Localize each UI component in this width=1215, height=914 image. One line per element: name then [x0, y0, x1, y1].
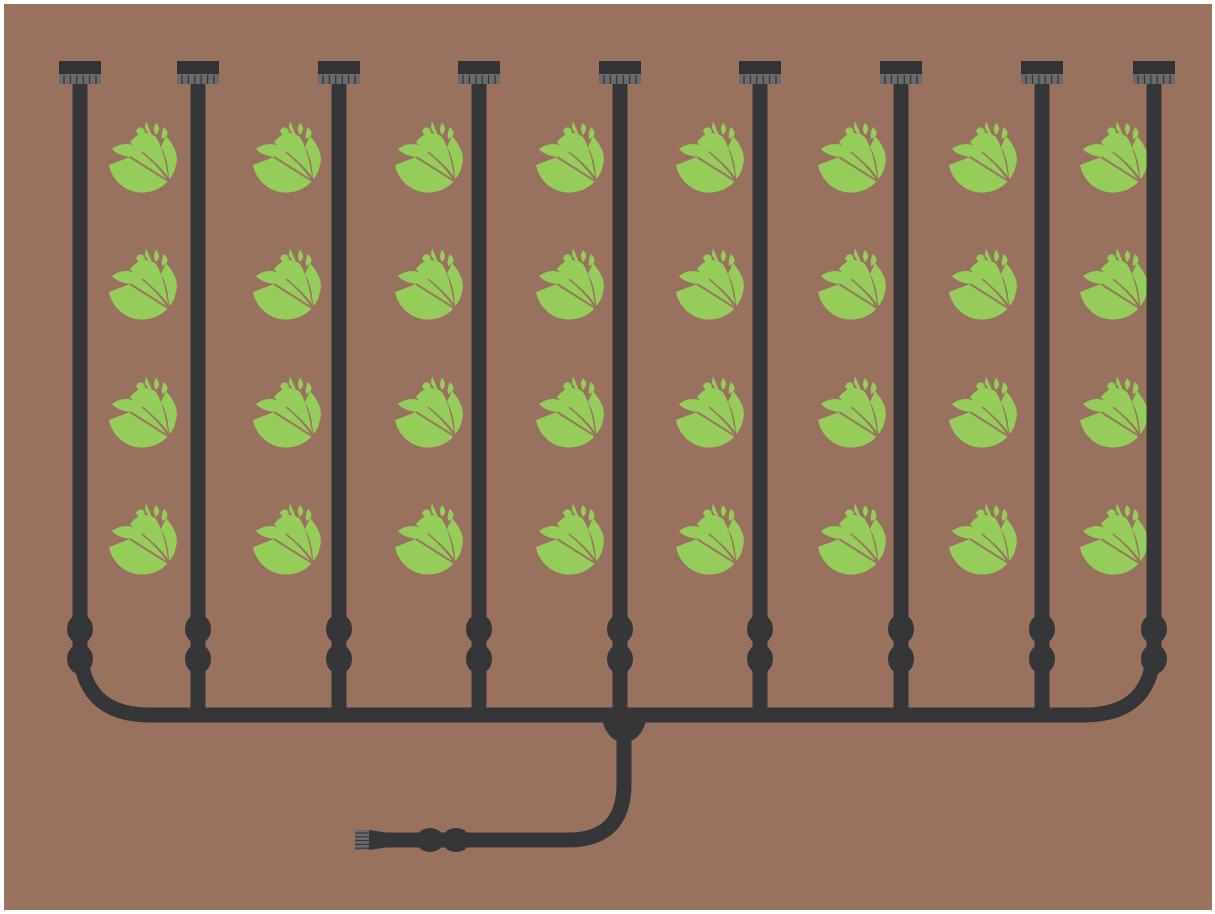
lettuce-icon-r1-c8 — [1080, 121, 1148, 193]
emitter-icon-6 — [739, 61, 781, 84]
connector-icon-5 — [607, 614, 633, 674]
lettuce-icon-r2-c8 — [1080, 248, 1148, 320]
irrigation-diagram — [4, 4, 1212, 910]
lettuce-icon-r4-c7 — [949, 503, 1017, 575]
lettuce-icon-r4-c6 — [818, 503, 886, 575]
emitter-icon-9 — [1133, 61, 1175, 84]
lettuce-icon-r1-c1 — [109, 121, 177, 193]
connector-icon-2 — [185, 614, 211, 674]
lettuce-icon-r2-c7 — [949, 248, 1017, 320]
emitter-icon-4 — [458, 61, 500, 84]
emitter-icon-1 — [59, 61, 101, 84]
supply-line — [376, 715, 632, 848]
lettuce-icon-r3-c8 — [1080, 376, 1148, 448]
lettuce-icon-r3-c5 — [676, 376, 744, 448]
lettuce-icon-r1-c6 — [818, 121, 886, 193]
lettuce-icon-r4-c2 — [253, 503, 321, 575]
lettuce-icon-r3-c7 — [949, 376, 1017, 448]
lettuce-icon-r3-c4 — [536, 376, 604, 448]
lettuce-icon-r4-c3 — [395, 503, 463, 575]
lettuce-icon-r4-c4 — [536, 503, 604, 575]
emitter-icon-7 — [880, 61, 922, 84]
lettuce-icon-r3-c2 — [253, 376, 321, 448]
supply-connector-icon — [416, 828, 470, 852]
emitter-icon-2 — [177, 61, 219, 84]
fittings — [59, 61, 1175, 852]
lettuce-icon-r2-c5 — [676, 248, 744, 320]
emitter-icon-8 — [1021, 61, 1063, 84]
lettuce-icon-r1-c2 — [253, 121, 321, 193]
lettuce-icon-r4-c8 — [1080, 503, 1148, 575]
lettuce-icon-r1-c5 — [676, 121, 744, 193]
lettuce-icon-r1-c4 — [536, 121, 604, 193]
connector-icon-6 — [747, 614, 773, 674]
lettuce-icon-r2-c3 — [395, 248, 463, 320]
lettuce-icon-r1-c3 — [395, 121, 463, 193]
lettuce-icon-r3-c1 — [109, 376, 177, 448]
lettuce-icon-r3-c6 — [818, 376, 886, 448]
lettuce-icon-r1-c7 — [949, 121, 1017, 193]
lettuce-icon-r2-c1 — [109, 248, 177, 320]
connector-icon-7 — [888, 614, 914, 674]
emitter-icon-3 — [318, 61, 360, 84]
lettuce-icon-r3-c3 — [395, 376, 463, 448]
lettuce-icon-r2-c4 — [536, 248, 604, 320]
connector-icon-1 — [67, 614, 93, 674]
tee-junction — [600, 708, 649, 742]
lettuce-icon-r4-c1 — [109, 503, 177, 575]
lettuce-icon-r2-c2 — [253, 248, 321, 320]
lettuce-icon-r4-c5 — [676, 503, 744, 575]
emitter-icon-5 — [599, 61, 641, 84]
inlet-filter-icon — [355, 830, 390, 850]
connector-icon-3 — [326, 614, 352, 674]
lettuce-icon-r2-c6 — [818, 248, 886, 320]
soil-background — [4, 4, 1212, 910]
connector-icon-9 — [1141, 614, 1167, 674]
connector-icon-8 — [1029, 614, 1055, 674]
irrigation-layout-svg — [4, 4, 1212, 910]
plant-grid — [109, 121, 1148, 575]
connector-icon-4 — [466, 614, 492, 674]
